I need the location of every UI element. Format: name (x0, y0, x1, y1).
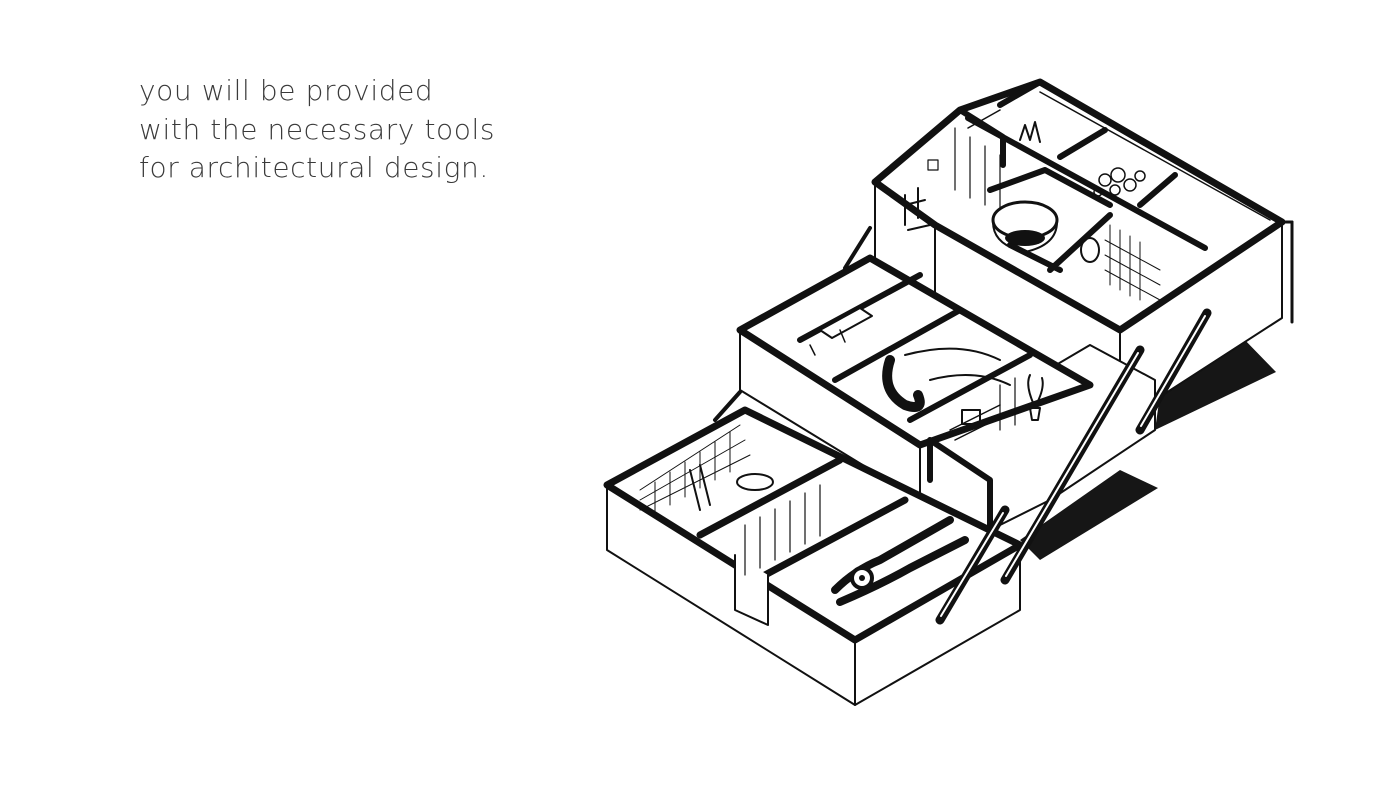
bottom-tier-rim (603, 406, 1024, 644)
caption-line-3: for architectural design. (139, 151, 489, 184)
middle-tier-rim (736, 254, 1094, 449)
toolbox-house-illustration (590, 70, 1310, 720)
caption-line-2: with the necessary tools (139, 112, 496, 146)
strut-highlights (940, 315, 1206, 617)
back-struts (713, 226, 872, 422)
caption-line-1: you will be provided (139, 74, 434, 107)
caption-text: you will be provided with the necessary … (139, 72, 495, 188)
bottom-tier (603, 406, 1024, 706)
top-tier (871, 78, 1294, 401)
toolbox-house-svg (603, 78, 1294, 706)
